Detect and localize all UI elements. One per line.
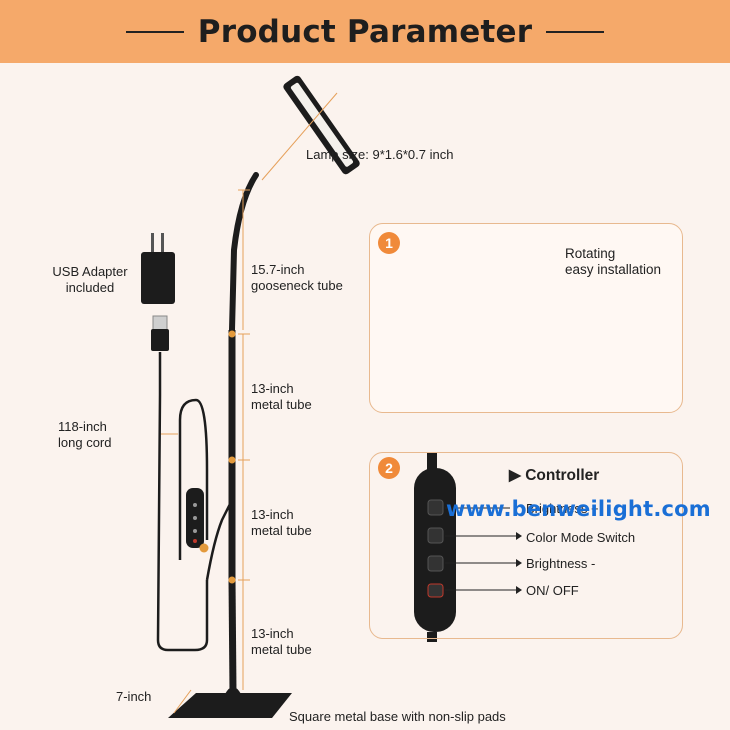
usb-adapter-label-line1: USB Adapter <box>52 264 128 279</box>
cord-length-label: 118-inch long cord <box>58 419 111 451</box>
rotating-label: Rotating easy installation <box>565 246 661 278</box>
lamp-base <box>168 693 292 718</box>
title-rule-left <box>125 30 184 33</box>
metal-tube-1-label-line1: 13-inch <box>251 381 294 396</box>
brightness-down-label: Brightness - <box>526 556 596 571</box>
watermark-text: www.benweilight.com <box>446 497 711 521</box>
usb-adapter-label: USB Adapter included <box>40 264 140 296</box>
metal-tube-3-label-line1: 13-inch <box>251 626 294 641</box>
metal-tube-1-label: 13-inch metal tube <box>251 381 312 413</box>
panel-number-badge: 2 <box>378 457 400 479</box>
metal-tube-3-label-line2: metal tube <box>251 642 312 657</box>
gooseneck-label: 15.7-inch gooseneck tube <box>251 262 343 294</box>
color-mode-label: Color Mode Switch <box>526 530 636 545</box>
controller-title: ▶ Controller <box>509 467 600 484</box>
metal-tube-3 <box>228 579 237 693</box>
metal-tube-2-label-line1: 13-inch <box>251 507 294 522</box>
brightness-up-label: Brightness + <box>526 501 599 516</box>
rotating-label-line1: Rotating <box>565 246 616 261</box>
cord-length-label-line1: 118-inch <box>58 419 107 434</box>
power-label: ON/ OFF <box>526 583 579 598</box>
header-banner: Product Parameter <box>0 0 730 63</box>
installation-panel: 1 Rotating easy installation <box>369 223 683 413</box>
metal-tube-1-label-line2: metal tube <box>251 397 312 412</box>
gooseneck-label-line1: 15.7-inch <box>251 262 305 277</box>
usb-adapter <box>141 233 175 304</box>
rotating-label-line2: easy installation <box>565 262 662 277</box>
gooseneck-label-line2: gooseneck tube <box>251 278 343 293</box>
controller-panel: 2 <box>369 452 683 639</box>
metal-tube-3-label: 13-inch metal tube <box>251 626 312 658</box>
title-rule-right <box>546 30 605 33</box>
usb-plug <box>151 315 169 351</box>
cord-length-label-line2: long cord <box>58 435 112 450</box>
base-description-label: Square metal base with non-slip pads <box>289 709 506 724</box>
lamp-size-label: Lamp size: 9*1.6*0.7 inch <box>306 147 454 162</box>
gooseneck-tube <box>229 172 259 333</box>
page-title: Product Parameter <box>197 13 533 50</box>
panel-number-badge: 1 <box>378 232 400 254</box>
controller-closeup <box>414 452 522 642</box>
metal-tube-2-label: 13-inch metal tube <box>251 507 312 539</box>
lamp-head <box>283 75 360 175</box>
power-cord <box>156 352 209 652</box>
metal-tube-2-label-line2: metal tube <box>251 523 312 538</box>
usb-adapter-label-line2: included <box>65 280 115 295</box>
base-width-label: 7-inch <box>116 689 152 704</box>
